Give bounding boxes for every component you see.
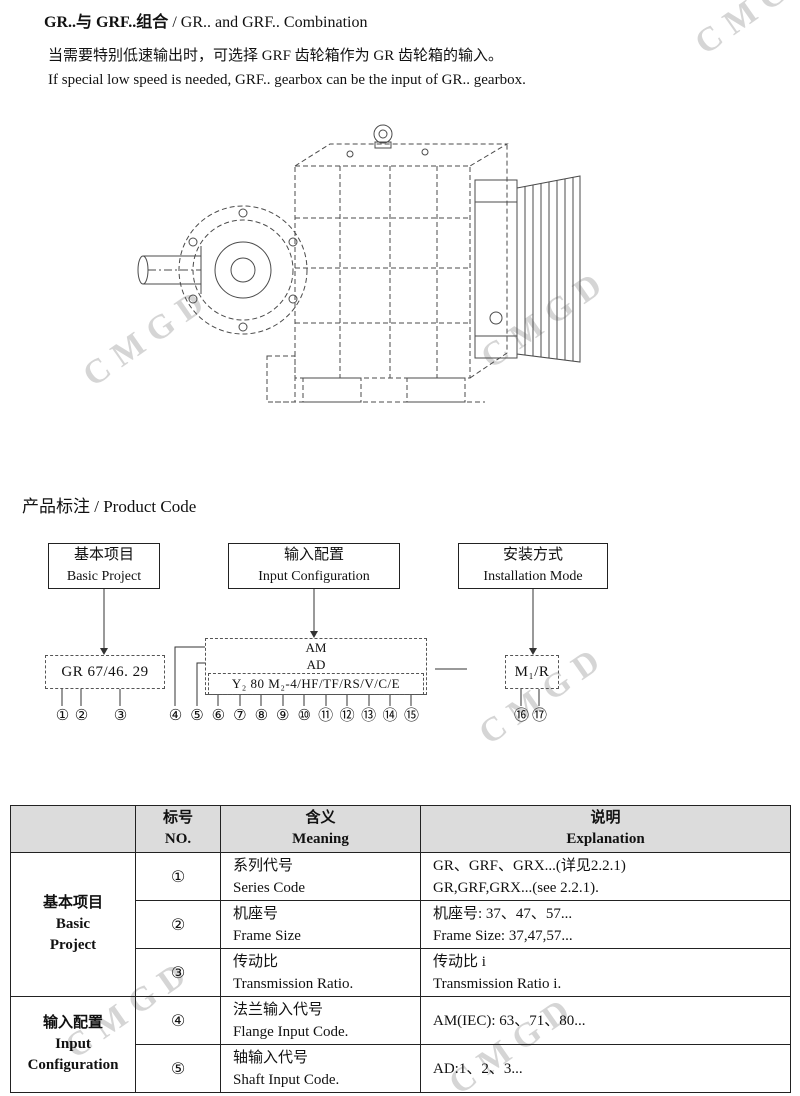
row-meaning: 传动比 Transmission Ratio. [220,948,421,997]
header-meaning-en: Meaning [292,831,349,847]
page-title: GR..与 GRF..组合 / GR.. and GRF.. Combinati… [44,8,367,32]
input-configuration-en: Input Configuration [258,569,370,584]
intro-paragraph: 当需要特别低速输出时，可选择 GRF 齿轮箱作为 GR 齿轮箱的输入。 If s… [48,44,526,92]
installation-mode-zh: 安装方式 [502,547,563,563]
table-row: 输入配置 Input Configuration ④ 法兰输入代号 Flange… [10,996,791,1093]
installation-mode-en: Installation Mode [483,569,583,584]
code-installation-value: M₁/R [514,663,550,680]
row-no: ⑤ [135,1044,221,1093]
row-no: ③ [135,948,221,997]
row-no: ① [135,852,221,901]
basic-project-zh: 基本项目 [73,547,134,563]
group-basic-project: 基本项目 Basic Project [10,852,136,997]
circled-numbers-right: ⑯ ⑰ [513,706,548,724]
circled-number-8: ⑧ [254,706,269,724]
input-configuration-zh: 输入配置 [283,547,344,563]
watermark: CMGD [688,0,800,63]
circled-number-15: ⑮ [403,706,419,724]
circled-number-17: ⑰ [531,706,547,724]
row-explanation: AM(IEC): 63、71、80... [420,996,791,1045]
row-meaning: 机座号 Frame Size [220,900,421,949]
row-explanation: 传动比 i Transmission Ratio i. [420,948,791,997]
label-box-basic-project: 基本项目 Basic Project [48,543,160,589]
code-box-basic: GR 67/46. 29 [45,655,165,689]
code-am: AM [305,640,327,655]
code-input-line: Y₂ 80 M₂-4/HF/TF/RS/V/C/E [208,673,424,695]
page-title-en: / GR.. and GRF.. Combination [168,14,368,31]
circled-number-10: ⑩ [297,706,311,724]
code-box-input: AM AD Y₂ 80 M₂-4/HF/TF/RS/V/C/E [205,638,427,695]
product-code-table: 标号 NO. 含义 Meaning 说明 Explanation 基本项目 Ba… [10,805,791,1093]
circled-numbers-mid: ④ ⑤ ⑥ ⑦ ⑧ ⑨ ⑩ ⑪ ⑫ ⑬ ⑭ ⑮ [167,706,420,724]
row-meaning: 轴输入代号 Shaft Input Code. [220,1044,421,1093]
code-basic-value: GR 67/46. 29 [61,663,149,680]
header-meaning: 含义 Meaning [220,805,421,853]
gearbox-technical-drawing [137,124,581,403]
row-meaning: 系列代号 Series Code [220,852,421,901]
circled-number-4: ④ [168,706,183,724]
circled-number-16: ⑯ [513,706,529,724]
row-explanation: 机座号: 37、47、57... Frame Size: 37,47,57... [420,900,791,949]
circled-number-3: ③ [113,706,128,724]
row-explanation: AD:1、2、3... [420,1044,791,1093]
group-input-configuration: 输入配置 Input Configuration [10,996,136,1093]
table-row: 基本项目 Basic Project ① 系列代号 Series Code GR… [10,852,791,997]
circled-number-2: ② [74,706,89,724]
table-row: ⑤ 轴输入代号 Shaft Input Code. AD:1、2、3... [11,1044,791,1093]
circled-number-7: ⑦ [233,706,247,724]
header-no: 标号 NO. [135,805,221,853]
basic-project-en: Basic Project [66,569,142,584]
header-category-cell [10,805,136,853]
page-title-zh: GR..与 GRF..组合 [44,14,169,31]
header-explanation: 说明 Explanation [420,805,791,853]
intro-zh: 当需要特别低速输出时，可选择 GRF 齿轮箱作为 GR 齿轮箱的输入。 [48,48,504,64]
circled-number-6: ⑥ [211,706,226,724]
row-no: ④ [135,996,221,1045]
code-box-installation: M₁/R [505,655,559,689]
section-title: 产品标注 / Product Code [22,497,197,516]
header-no-en: NO. [164,831,192,847]
header-meaning-zh: 含义 [305,810,336,826]
row-explanation: GR、GRF、GRX...(详见2.2.1) GR,GRF,GRX...(see… [420,852,791,901]
table-row: ② 机座号 Frame Size 机座号: 37、47、57... Frame … [11,900,791,949]
row-meaning: 法兰输入代号 Flange Input Code. [220,996,421,1045]
intro-en: If special low speed is needed, GRF.. ge… [48,72,526,88]
label-box-installation-mode: 安装方式 Installation Mode [458,543,608,589]
circled-number-12: ⑫ [339,706,355,724]
circled-number-1: ① [55,706,70,724]
circled-number-11: ⑪ [318,706,334,724]
circled-number-13: ⑬ [361,706,377,724]
gearbox-drawing [125,118,595,430]
header-no-zh: 标号 [162,810,193,826]
product-code-diagram: 基本项目 Basic Project 输入配置 Input Configurat… [0,535,800,770]
table-row: ③ 传动比 Transmission Ratio. 传动比 i Transmis… [11,948,791,997]
table-header-row: 标号 NO. 含义 Meaning 说明 Explanation [10,805,791,853]
connector-lines [61,589,540,706]
header-explanation-en: Explanation [566,831,645,847]
circled-number-9: ⑨ [276,706,290,724]
row-no: ② [135,900,221,949]
circled-number-5: ⑤ [190,706,204,724]
label-box-input-configuration: 输入配置 Input Configuration [228,543,400,589]
code-ad: AD [306,657,326,672]
circled-number-14: ⑭ [382,706,398,724]
header-explanation-zh: 说明 [590,810,621,826]
